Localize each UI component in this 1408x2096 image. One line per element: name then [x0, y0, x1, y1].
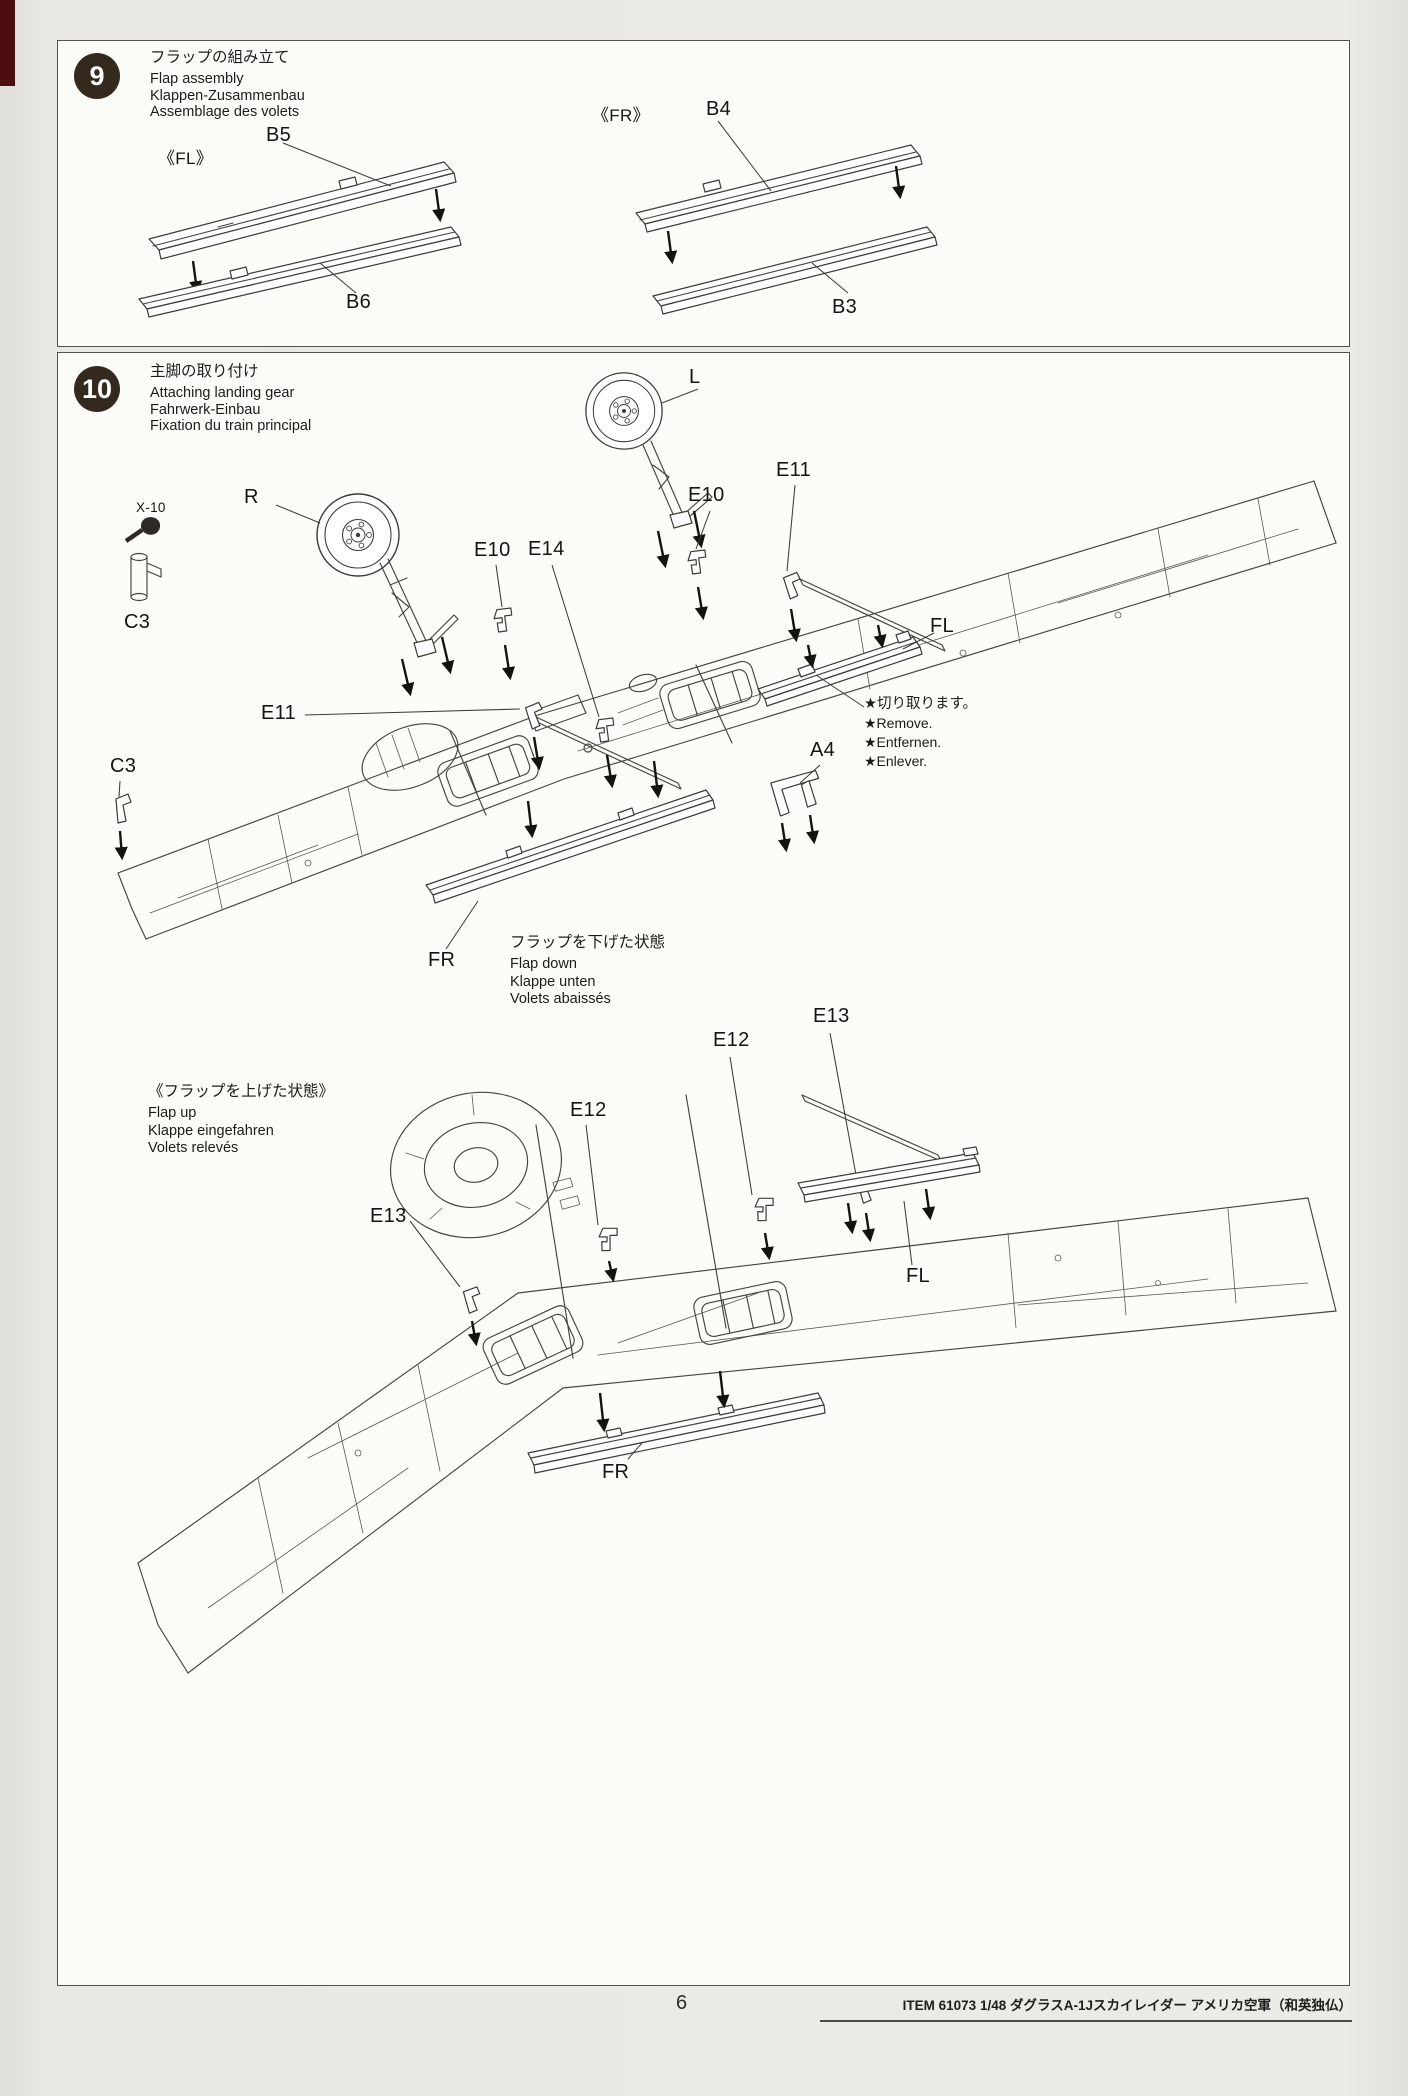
flap-down-caption: フラップを下げた状態 Flap down Klappe unten Volets…	[510, 930, 665, 1009]
label-part-fl-2: FL	[906, 1265, 930, 1287]
label-part-e14: E14	[528, 538, 565, 560]
remove-note: ★切り取ります。 ★Remove. ★Entfernen. ★Enlever.	[864, 695, 977, 771]
part-e11-1	[782, 571, 804, 601]
label-part-b4: B4	[706, 98, 732, 120]
label-part-b6: B6	[346, 291, 372, 313]
page-number: 6	[676, 1992, 688, 2014]
label-part-fr-1: FR	[428, 949, 456, 971]
hinge-rod-lower	[801, 1094, 942, 1162]
step10-title-fr: Fixation du train principal	[150, 418, 312, 434]
label-part-e11-2: E11	[261, 702, 297, 724]
step10-panel: 10 主脚の取り付け Attaching landing gear Fahrwe…	[57, 352, 1350, 1986]
step10-number-badge: 10	[74, 366, 120, 412]
label-part-e12-2: E12	[570, 1099, 607, 1121]
step9-title-en: Flap assembly	[150, 71, 244, 87]
flap-fl-piece-2	[797, 1146, 981, 1203]
label-part-e10-2: E10	[688, 484, 725, 506]
wheel-bay-left-2	[693, 1281, 793, 1345]
step9-panel: 9 フラップの組み立て Flap assembly Klappen-Zusamm…	[57, 40, 1350, 347]
part-c3-1-drawing	[130, 552, 162, 602]
part-c3-2	[115, 793, 132, 824]
flap-down-ja: フラップを下げた状態	[510, 934, 666, 951]
part-a4	[770, 769, 820, 817]
wing-underside-flap-up	[137, 1094, 1337, 1674]
flap-down-fr: Volets abaissés	[510, 991, 611, 1007]
label-part-l: L	[689, 366, 701, 388]
part-e12-2	[597, 1225, 621, 1253]
label-fr-side: 《FR》	[592, 106, 650, 125]
flap-up-de: Klappe eingefahren	[148, 1122, 274, 1139]
label-part-r: R	[244, 486, 259, 508]
label-part-e13-2: E13	[370, 1205, 407, 1227]
step10-drawing	[114, 372, 1337, 1674]
landing-gear-right	[316, 493, 459, 697]
remove-note-fr: ★Enlever.	[864, 753, 928, 769]
label-part-fr-2: FR	[602, 1461, 630, 1483]
remove-note-en: ★Remove.	[864, 715, 933, 731]
step10-title-de: Fahrwerk-Einbau	[150, 401, 261, 418]
flap-fr-piece	[425, 789, 716, 904]
flap-up-caption: 《フラップを上げた状態》 Flap up Klappe eingefahren …	[148, 1079, 334, 1158]
part-e14	[593, 715, 619, 744]
flap-down-en: Flap down	[510, 956, 577, 972]
part-e10-1	[491, 605, 517, 634]
part-e13-2	[462, 1286, 483, 1315]
step10-title-ja: 主脚の取り付け	[150, 363, 259, 380]
flap-fl-piece	[757, 630, 923, 707]
flap-fr-piece-2	[527, 1392, 826, 1474]
step10-title-en: Attaching landing gear	[150, 385, 295, 401]
step9-title-de: Klappen-Zusammenbau	[150, 87, 305, 104]
flap-up-ja: 《フラップを上げた状態》	[148, 1083, 335, 1100]
label-part-b5: B5	[266, 124, 292, 146]
flap-right-assembly	[635, 120, 938, 315]
label-part-b3: B3	[832, 296, 858, 318]
engine-cowling	[389, 1091, 581, 1239]
wing-underside-flap-down	[117, 480, 1337, 940]
hinge-rod-center	[535, 716, 682, 790]
step9-number-badge: 9	[74, 53, 120, 99]
flap-down-de: Klappe unten	[510, 973, 596, 990]
part-e12-1	[753, 1195, 777, 1223]
step9-title-ja: フラップの組み立て	[150, 49, 290, 66]
flap-left-assembly	[138, 142, 462, 318]
step9-title-fr: Assemblage des volets	[150, 104, 300, 120]
part-e10-2	[685, 547, 711, 576]
flap-up-fr: Volets relevés	[148, 1140, 239, 1156]
step9-drawing	[138, 120, 938, 318]
landing-gear-left	[585, 372, 713, 569]
label-part-e10-1: E10	[474, 539, 511, 561]
label-part-a4: A4	[810, 739, 836, 761]
wheel-bay-right	[437, 735, 539, 807]
label-part-e13-1: E13	[813, 1005, 850, 1027]
part-e11-2	[524, 701, 546, 731]
label-part-c3-2: C3	[110, 755, 137, 777]
paint-callout-x10-icon	[124, 517, 161, 543]
label-part-e11-1: E11	[776, 459, 812, 481]
wheel-bay-right-2	[482, 1305, 584, 1385]
label-part-c3-1: C3	[124, 611, 151, 633]
remove-note-ja: ★切り取ります。	[864, 696, 978, 712]
scan-artifact	[0, 0, 15, 86]
remove-note-de: ★Entfernen.	[864, 734, 942, 750]
label-paint-x10: X-10	[136, 500, 166, 515]
footer-item-text: ITEM 61073 1/48 ダグラスA-1Jスカイレイダー アメリカ空軍（和…	[820, 1994, 1352, 2022]
flap-up-en: Flap up	[148, 1105, 197, 1121]
label-fl-side: 《FL》	[158, 149, 214, 168]
label-part-fl-1: FL	[930, 615, 954, 637]
step9-titles: フラップの組み立て Flap assembly Klappen-Zusammen…	[150, 45, 305, 121]
step10-titles: 主脚の取り付け Attaching landing gear Fahrwerk-…	[150, 359, 311, 435]
label-part-e12-1: E12	[713, 1029, 750, 1051]
wheel-bay-left	[659, 660, 761, 730]
hinge-rod-right	[799, 578, 946, 652]
